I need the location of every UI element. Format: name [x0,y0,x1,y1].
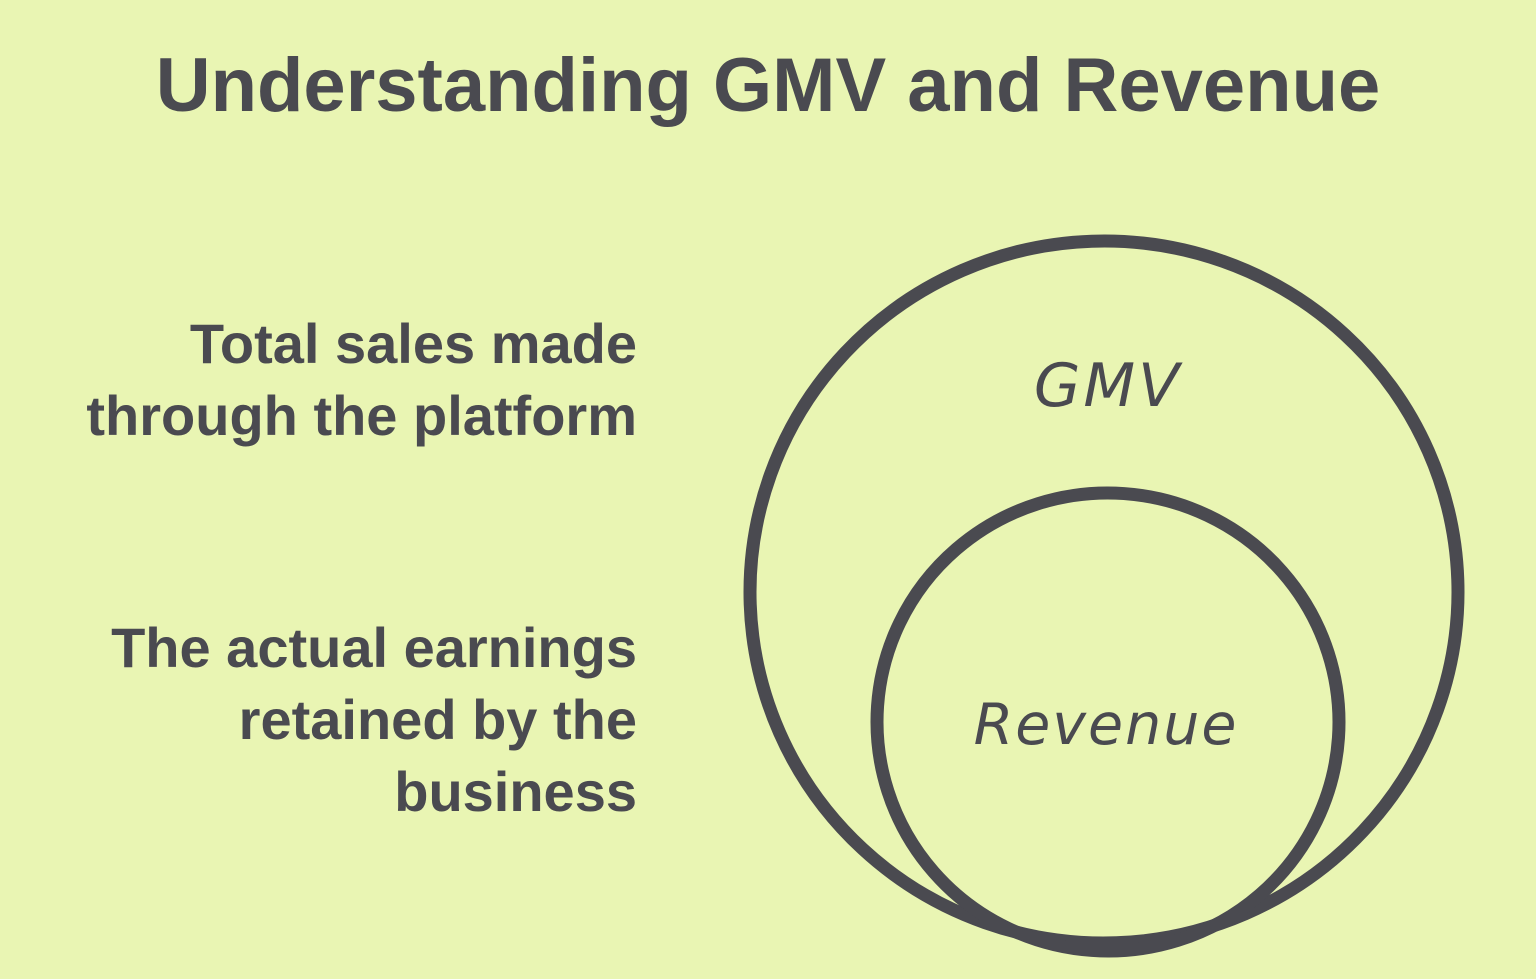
gmv-circle [743,234,1465,950]
gmv-description-line-1: Total sales made [189,312,637,375]
gmv-description: Total sales made through the platform [0,308,637,452]
gmv-circle-label: GMV [1034,351,1183,421]
revenue-description: The actual earnings retained by the busi… [0,612,637,828]
revenue-description-line-2: retained by the [238,688,637,751]
revenue-description-line-1: The actual earnings [111,616,637,679]
slide-title: Understanding GMV and Revenue [155,43,1381,128]
gmv-description-line-2: through the platform [86,384,637,447]
revenue-circle [870,486,1346,958]
revenue-circle-label: Revenue [974,692,1239,758]
revenue-description-line-3: business [394,760,637,823]
